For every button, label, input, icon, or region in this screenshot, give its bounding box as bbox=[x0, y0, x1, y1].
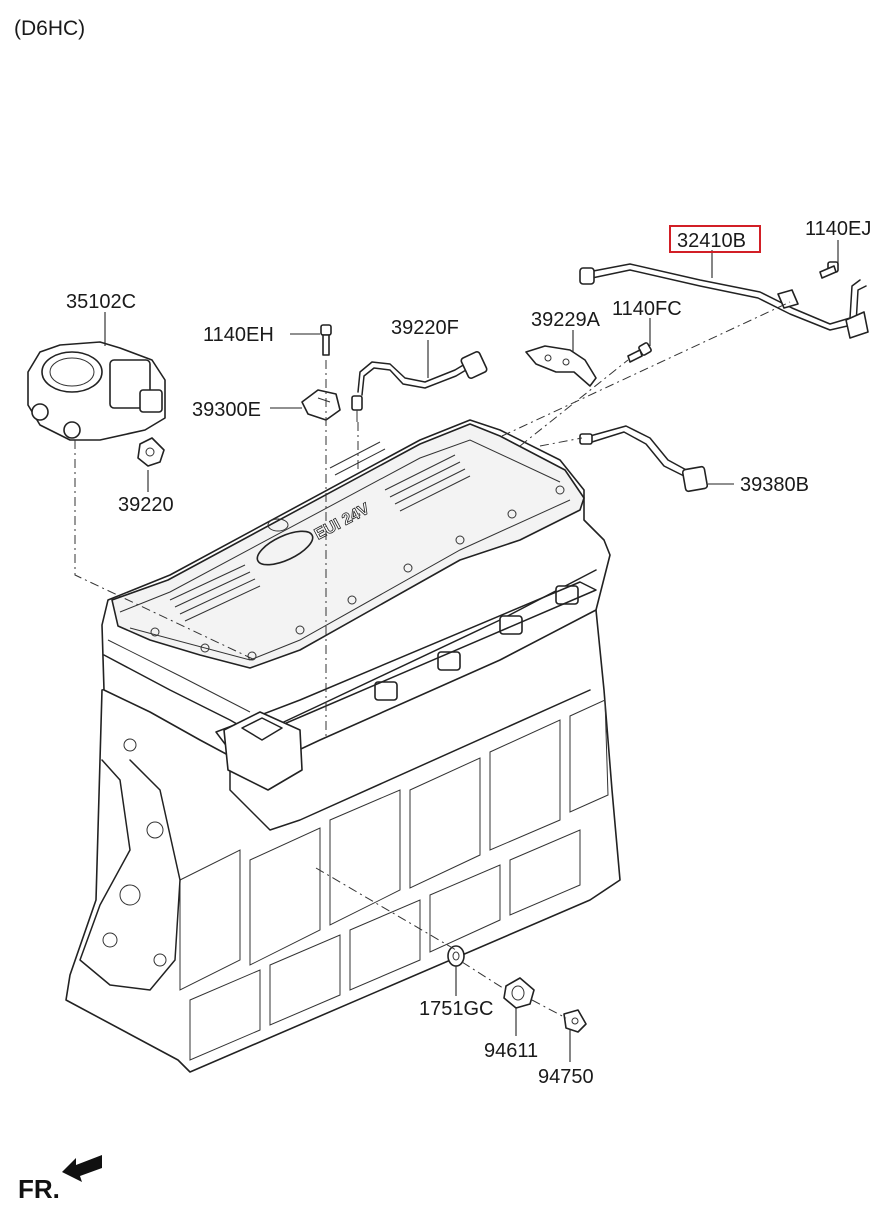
temp-sensor-39220f-part bbox=[351, 350, 488, 422]
label-35102c[interactable]: 35102C bbox=[66, 291, 136, 313]
engine-block: EUI 24V bbox=[65, 419, 621, 1073]
throttle-body-part bbox=[27, 341, 166, 441]
assembly-centerlines bbox=[74, 301, 791, 1019]
sensor-39380b-part bbox=[579, 425, 709, 493]
label-1140fc[interactable]: 1140FC bbox=[612, 298, 682, 320]
bolt-1140ej-part bbox=[819, 261, 839, 279]
sensor-39300e-part bbox=[301, 389, 341, 421]
adapter-94611-part bbox=[503, 977, 535, 1009]
label-1140eh[interactable]: 1140EH bbox=[203, 324, 274, 346]
label-39300e[interactable]: 39300E bbox=[192, 399, 261, 421]
highlight-box-32410b bbox=[669, 225, 761, 253]
engine-code-header: (D6HC) bbox=[14, 17, 85, 40]
label-32410b[interactable]: 32410B bbox=[677, 230, 746, 252]
bolt-1140fc-part bbox=[627, 342, 652, 363]
bracket-39229a-part bbox=[525, 345, 597, 387]
label-94750[interactable]: 94750 bbox=[538, 1066, 594, 1088]
front-direction-arrow-icon bbox=[62, 1155, 102, 1182]
label-39229a[interactable]: 39229A bbox=[531, 309, 601, 331]
label-94611[interactable]: 94611 bbox=[484, 1040, 538, 1062]
pressure-sensor-39220-part bbox=[137, 437, 165, 467]
label-39220f[interactable]: 39220F bbox=[391, 317, 459, 339]
sensor-94750-part bbox=[563, 1009, 587, 1033]
pipe-32410b-part bbox=[579, 263, 869, 339]
label-39380b[interactable]: 39380B bbox=[740, 474, 809, 496]
label-1751gc[interactable]: 1751GC bbox=[419, 998, 494, 1020]
front-direction-label: FR. bbox=[18, 1174, 60, 1204]
label-39220[interactable]: 39220 bbox=[118, 494, 174, 516]
bolt-1140eh-part bbox=[320, 324, 332, 356]
leader-lines bbox=[104, 240, 839, 1062]
label-1140ej[interactable]: 1140EJ bbox=[805, 218, 871, 240]
gasket-1751gc-part bbox=[447, 945, 465, 967]
